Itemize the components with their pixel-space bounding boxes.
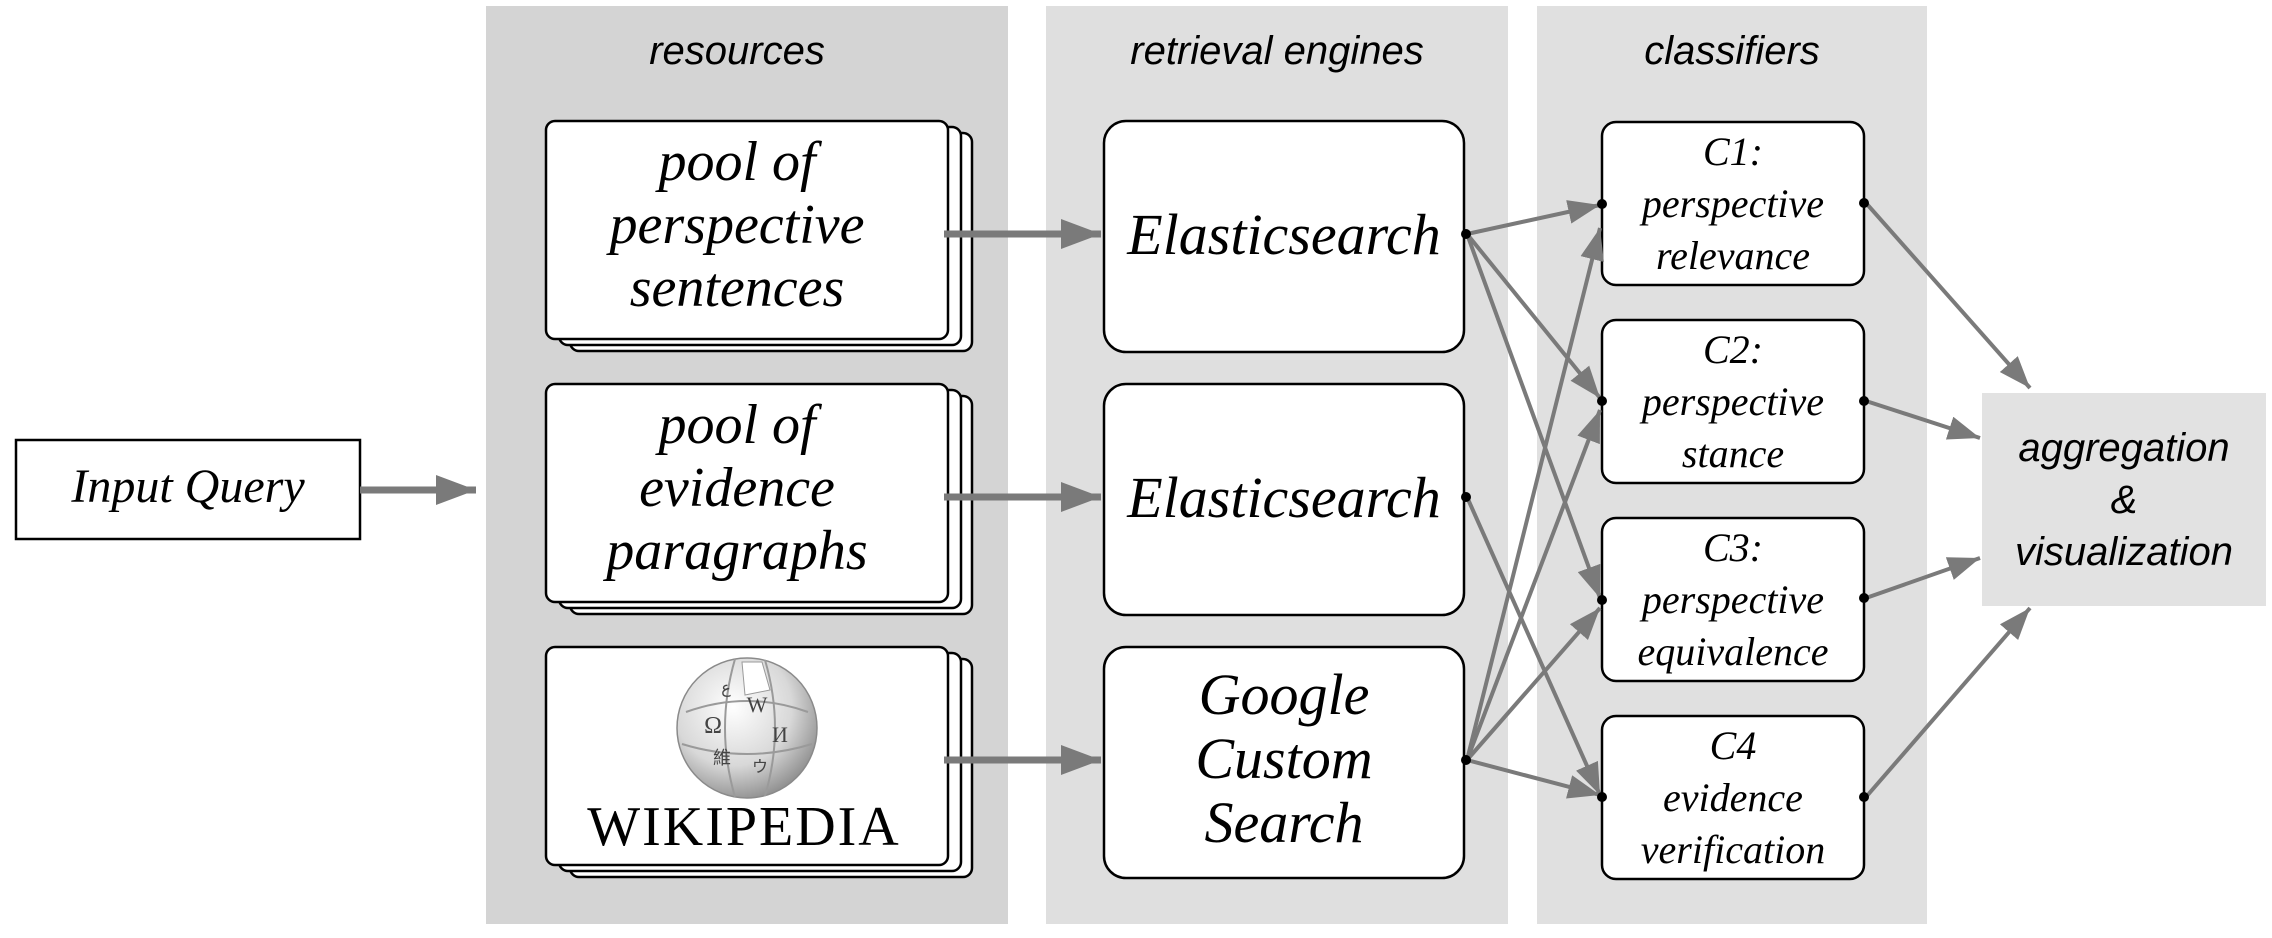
wikipedia-globe-icon: Ω W И 維 ウ ع (676, 657, 818, 799)
c3-line-3: equivalence (1638, 629, 1829, 674)
classifier-c2: C2: perspective stance (1600, 318, 1866, 485)
c1-line-3: relevance (1656, 233, 1810, 278)
elasticsearch-2-label: Elasticsearch (1126, 465, 1441, 530)
c4-to-aggregation-arrow (1864, 606, 2032, 799)
c2-line-2: perspective (1639, 379, 1824, 424)
elastic1-to-c3-arrow (1465, 233, 1602, 599)
aggregation-box (1982, 393, 2266, 606)
wikipedia-globe-glyph: Ω (704, 713, 722, 739)
google-line-3: Search (1205, 790, 1364, 855)
aggregation-line-1: aggregation (2018, 426, 2229, 470)
c1-line-1: C1: (1703, 129, 1763, 174)
evidence-pool-line-3: paragraphs (602, 520, 867, 582)
classifier-c4: C4 evidence verification (1600, 714, 1866, 881)
aggregation-line-2: & (2111, 478, 2138, 522)
c1-to-aggregation-arrow (1864, 201, 2032, 390)
evidence-pool-line-1: pool of (654, 394, 823, 456)
resources-header: resources (649, 29, 825, 73)
c2-to-aggregation-arrow (1865, 399, 1981, 440)
wikipedia-wordmark: WIKIPEDIA (587, 796, 900, 858)
elasticsearch-engine-1: Elasticsearch (1102, 119, 1466, 354)
perspective-pool-card: pool of perspective sentences (544, 119, 974, 353)
c4-line-1: C4 (1710, 723, 1757, 768)
google-to-c4-arrow (1466, 758, 1601, 799)
c4-line-3: verification (1641, 827, 1825, 872)
evidence-pool-line-2: evidence (639, 457, 835, 519)
c3-to-aggregation-arrow (1865, 556, 1981, 600)
wikipedia-globe-glyph: ウ (752, 758, 768, 776)
classifier-c1: C1: perspective relevance (1600, 120, 1866, 287)
elasticsearch-1-label: Elasticsearch (1126, 202, 1441, 267)
c3-line-2: perspective (1639, 577, 1824, 622)
elastic2-to-c4-arrow (1465, 496, 1602, 796)
google-to-c1-arrow (1465, 227, 1604, 761)
classifier-to-aggregation-arrows (1864, 201, 2032, 799)
aggregation-line-3: visualization (2015, 530, 2233, 574)
wikipedia-card: Ω W И 維 ウ ع WIKIPEDIA (544, 645, 974, 879)
elastic1-to-c1-arrow (1466, 200, 1601, 236)
elasticsearch-engine-2: Elasticsearch (1102, 382, 1466, 617)
google-line-2: Custom (1195, 726, 1372, 791)
connection-dots (1461, 198, 1869, 802)
google-custom-search-engine: Google Custom Search (1102, 645, 1466, 880)
classifier-c3: C3: perspective equivalence (1600, 516, 1866, 683)
input-query-label: Input Query (70, 460, 305, 513)
c1-line-2: perspective (1639, 181, 1824, 226)
perspective-pool-line-2: perspective (606, 194, 865, 256)
retrieval-engines-header: retrieval engines (1130, 29, 1424, 73)
c4-line-2: evidence (1663, 775, 1803, 820)
evidence-pool-card: pool of evidence paragraphs (544, 382, 974, 616)
perspective-pool-line-1: pool of (654, 131, 823, 193)
engine-to-classifier-arrows (1465, 200, 1604, 799)
perspective-pool-line-3: sentences (630, 257, 845, 319)
wikipedia-globe-glyph: 維 (713, 748, 731, 768)
c3-line-1: C3: (1703, 525, 1763, 570)
wikipedia-globe-glyph: ع (721, 680, 731, 697)
google-to-c3-arrow (1465, 606, 1602, 762)
elastic1-to-c2-arrow (1465, 232, 1602, 400)
google-to-c2-arrow (1465, 409, 1602, 761)
wikipedia-globe-glyph: И (772, 722, 788, 747)
wikipedia-globe-glyph: W (747, 692, 768, 717)
google-line-1: Google (1199, 662, 1370, 727)
c2-line-1: C2: (1703, 327, 1763, 372)
classifiers-header: classifiers (1644, 29, 1820, 73)
c2-line-3: stance (1682, 431, 1784, 476)
